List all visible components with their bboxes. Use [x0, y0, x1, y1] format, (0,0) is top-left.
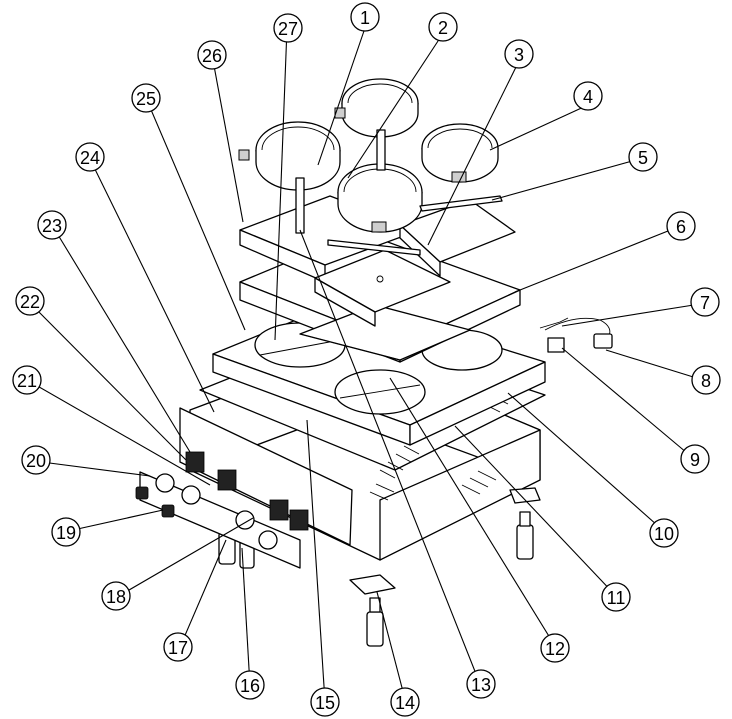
callout-2: 2 — [428, 12, 458, 42]
callout-10: 10 — [649, 518, 679, 548]
top-plate — [212, 299, 546, 446]
svg-text:14: 14 — [395, 693, 415, 713]
callout-24: 24 — [75, 142, 105, 172]
callout-1: 1 — [350, 2, 380, 32]
heating-rods — [327, 195, 503, 256]
control-panel — [135, 407, 353, 569]
svg-text:12: 12 — [545, 639, 565, 659]
callout-8: 8 — [691, 365, 721, 395]
callout-6: 6 — [666, 211, 696, 241]
adjustable-feet — [218, 511, 534, 647]
svg-text:4: 4 — [583, 87, 593, 107]
power-cord — [539, 317, 613, 353]
callout-4: 4 — [573, 81, 603, 111]
callout-5: 5 — [628, 142, 658, 172]
svg-text:9: 9 — [690, 450, 700, 470]
svg-text:20: 20 — [26, 451, 46, 471]
svg-text:25: 25 — [136, 89, 156, 109]
svg-text:8: 8 — [701, 371, 711, 391]
callout-18: 18 — [101, 581, 131, 611]
callout-7: 7 — [690, 287, 720, 317]
hot-plates — [238, 78, 499, 234]
svg-text:15: 15 — [315, 693, 335, 713]
callout-3: 3 — [504, 39, 534, 69]
callout-27: 27 — [273, 13, 303, 43]
svg-text:17: 17 — [168, 638, 188, 658]
callout-20: 20 — [21, 445, 51, 475]
callout-17: 17 — [163, 632, 193, 662]
svg-text:16: 16 — [240, 676, 260, 696]
svg-text:23: 23 — [42, 216, 62, 236]
svg-text:26: 26 — [202, 46, 222, 66]
svg-text:3: 3 — [514, 45, 524, 65]
svg-text:5: 5 — [638, 148, 648, 168]
svg-text:6: 6 — [676, 217, 686, 237]
svg-text:24: 24 — [80, 148, 100, 168]
callout-26: 26 — [197, 40, 227, 70]
svg-text:18: 18 — [106, 587, 126, 607]
svg-text:11: 11 — [607, 588, 626, 608]
svg-text:13: 13 — [471, 675, 491, 695]
svg-text:7: 7 — [700, 293, 710, 313]
callout-9: 9 — [680, 444, 710, 474]
svg-text:27: 27 — [278, 19, 298, 39]
callout-23: 23 — [37, 210, 67, 240]
callouts: 1 2 3 4 5 6 7 8 9 10 11 12 13 14 15 16 1… — [12, 2, 721, 717]
callout-25: 25 — [131, 83, 161, 113]
svg-text:2: 2 — [438, 18, 448, 38]
callout-11: 11 — [601, 582, 631, 612]
svg-text:19: 19 — [56, 523, 76, 543]
svg-text:21: 21 — [17, 371, 37, 391]
svg-text:10: 10 — [654, 524, 674, 544]
leader-lines — [26, 27, 704, 704]
svg-text:1: 1 — [360, 8, 370, 28]
callout-13: 13 — [466, 669, 496, 699]
callout-21: 21 — [12, 365, 42, 395]
callout-15: 15 — [310, 687, 340, 717]
callout-19: 19 — [51, 517, 81, 547]
callout-12: 12 — [540, 633, 570, 663]
callout-22: 22 — [15, 286, 45, 316]
callout-16: 16 — [235, 670, 265, 700]
svg-text:22: 22 — [20, 292, 40, 312]
callout-14: 14 — [390, 687, 420, 717]
